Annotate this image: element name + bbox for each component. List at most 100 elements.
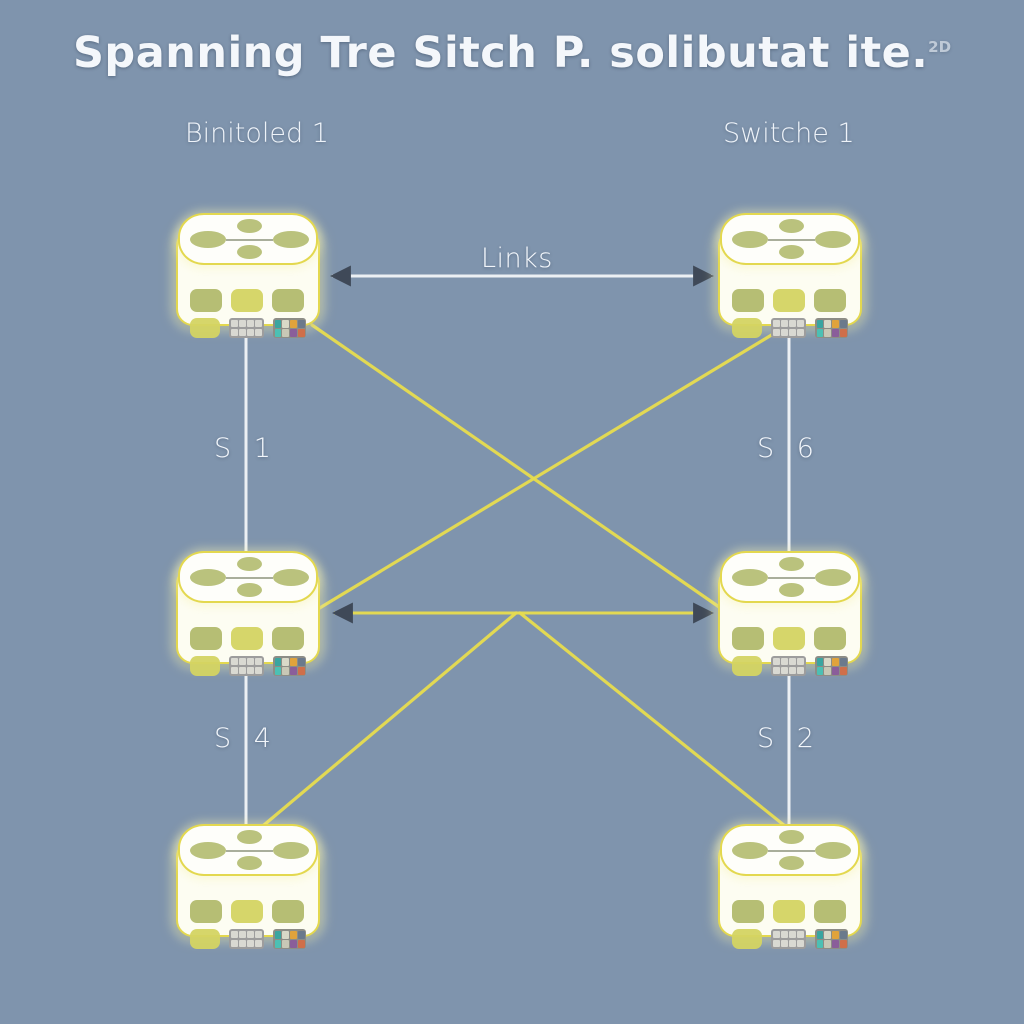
switch-module-chip — [814, 900, 846, 923]
switch-module-chip — [732, 929, 762, 949]
switch-node-oval — [273, 842, 309, 859]
switch-node-oval — [779, 856, 804, 870]
switch-node-oval — [237, 245, 262, 259]
switch-node-oval — [732, 569, 768, 586]
switch-top-panel — [178, 213, 318, 265]
switch-port-grid-icon — [229, 318, 264, 338]
switch-node-oval — [190, 842, 226, 859]
switch-top-panel — [720, 551, 860, 603]
switch-node-oval — [779, 219, 804, 233]
switch-chip-row-bottom — [190, 929, 306, 949]
column-label-left: Binitoled 1 — [185, 118, 329, 149]
link-diagonal-topright-midleft — [316, 323, 790, 611]
switch-module-chip — [814, 289, 846, 312]
switch-port-grid-icon — [771, 656, 806, 676]
switch-top-panel — [178, 824, 318, 876]
page-title-superscript: 2D — [928, 37, 952, 56]
switch-chip-row-bottom — [190, 318, 306, 338]
switch-link-wire — [226, 577, 273, 579]
switch-node-oval — [273, 569, 309, 586]
column-label-right: Switche 1 — [723, 118, 855, 149]
switch-port-grid-icon — [771, 318, 806, 338]
switch-chip-row-bottom — [732, 318, 848, 338]
switch-module-chip — [732, 289, 764, 312]
switch-node-oval — [237, 219, 262, 233]
switch-indicator-panel-icon — [815, 656, 848, 676]
switch-module-chip — [814, 627, 846, 650]
switch-link-wire — [768, 850, 815, 852]
switch-port-grid-icon — [229, 656, 264, 676]
switch-mid-left[interactable] — [176, 551, 320, 676]
switch-link-wire — [226, 239, 273, 241]
switch-mid-right[interactable] — [718, 551, 862, 676]
switch-module-chip — [732, 318, 762, 338]
switch-top-left[interactable] — [176, 213, 320, 338]
page-title: Spanning Tre Sitch P. solibutat ite.2D — [0, 28, 1024, 78]
switch-module-chip — [732, 656, 762, 676]
switch-top-panel — [178, 551, 318, 603]
switch-chip-row-bottom — [190, 656, 306, 676]
switch-node-oval — [779, 830, 804, 844]
switch-module-chip — [231, 627, 263, 650]
switch-module-chip — [732, 627, 764, 650]
switch-indicator-panel-icon — [273, 318, 306, 338]
switch-link-wire — [768, 577, 815, 579]
switch-node-oval — [190, 569, 226, 586]
link-diagonal-topleft-midright — [310, 323, 724, 611]
switch-link-wire — [768, 239, 815, 241]
switch-chip-row-middle — [190, 627, 304, 650]
switch-node-oval — [190, 231, 226, 248]
switch-node-oval — [237, 583, 262, 597]
switch-chip-row-middle — [190, 289, 304, 312]
switch-chip-row-middle — [190, 900, 304, 923]
switch-module-chip — [773, 289, 805, 312]
switch-module-chip — [272, 627, 304, 650]
switch-node-oval — [273, 231, 309, 248]
switch-node-oval — [779, 557, 804, 571]
edge-label-s2: S 2 — [757, 723, 821, 754]
switch-chip-row-middle — [732, 627, 846, 650]
switch-node-oval — [815, 842, 851, 859]
switch-node-oval — [732, 842, 768, 859]
link-v-left — [256, 611, 518, 832]
switch-node-oval — [779, 583, 804, 597]
edge-label-s6: S 6 — [757, 433, 821, 464]
switch-top-panel — [720, 213, 860, 265]
switch-chip-row-middle — [732, 289, 846, 312]
edge-label-s1: S 1 — [214, 433, 278, 464]
switch-module-chip — [773, 900, 805, 923]
switch-module-chip — [190, 318, 220, 338]
switch-link-wire — [226, 850, 273, 852]
switch-chip-row-middle — [732, 900, 846, 923]
switch-port-grid-icon — [771, 929, 806, 949]
switch-module-chip — [732, 900, 764, 923]
switch-indicator-panel-icon — [815, 929, 848, 949]
switch-port-grid-icon — [229, 929, 264, 949]
switch-top-panel — [720, 824, 860, 876]
switch-node-oval — [779, 245, 804, 259]
switch-indicator-panel-icon — [273, 929, 306, 949]
edge-label-links: Links — [481, 243, 553, 274]
switch-module-chip — [190, 656, 220, 676]
switch-bottom-right[interactable] — [718, 824, 862, 949]
switch-module-chip — [272, 900, 304, 923]
switch-module-chip — [190, 929, 220, 949]
switch-module-chip — [190, 289, 222, 312]
page-title-text: Spanning Tre Sitch P. solibutat ite. — [72, 28, 929, 78]
switch-node-oval — [237, 830, 262, 844]
switch-node-oval — [815, 231, 851, 248]
switch-module-chip — [190, 900, 222, 923]
switch-top-right[interactable] — [718, 213, 862, 338]
switch-module-chip — [231, 900, 263, 923]
switch-indicator-panel-icon — [815, 318, 848, 338]
edge-label-s4: S 4 — [214, 723, 278, 754]
switch-indicator-panel-icon — [273, 656, 306, 676]
switch-bottom-left[interactable] — [176, 824, 320, 949]
switch-module-chip — [190, 627, 222, 650]
link-v-right — [518, 611, 792, 832]
switch-module-chip — [231, 289, 263, 312]
switch-chip-row-bottom — [732, 656, 848, 676]
switch-chip-row-bottom — [732, 929, 848, 949]
